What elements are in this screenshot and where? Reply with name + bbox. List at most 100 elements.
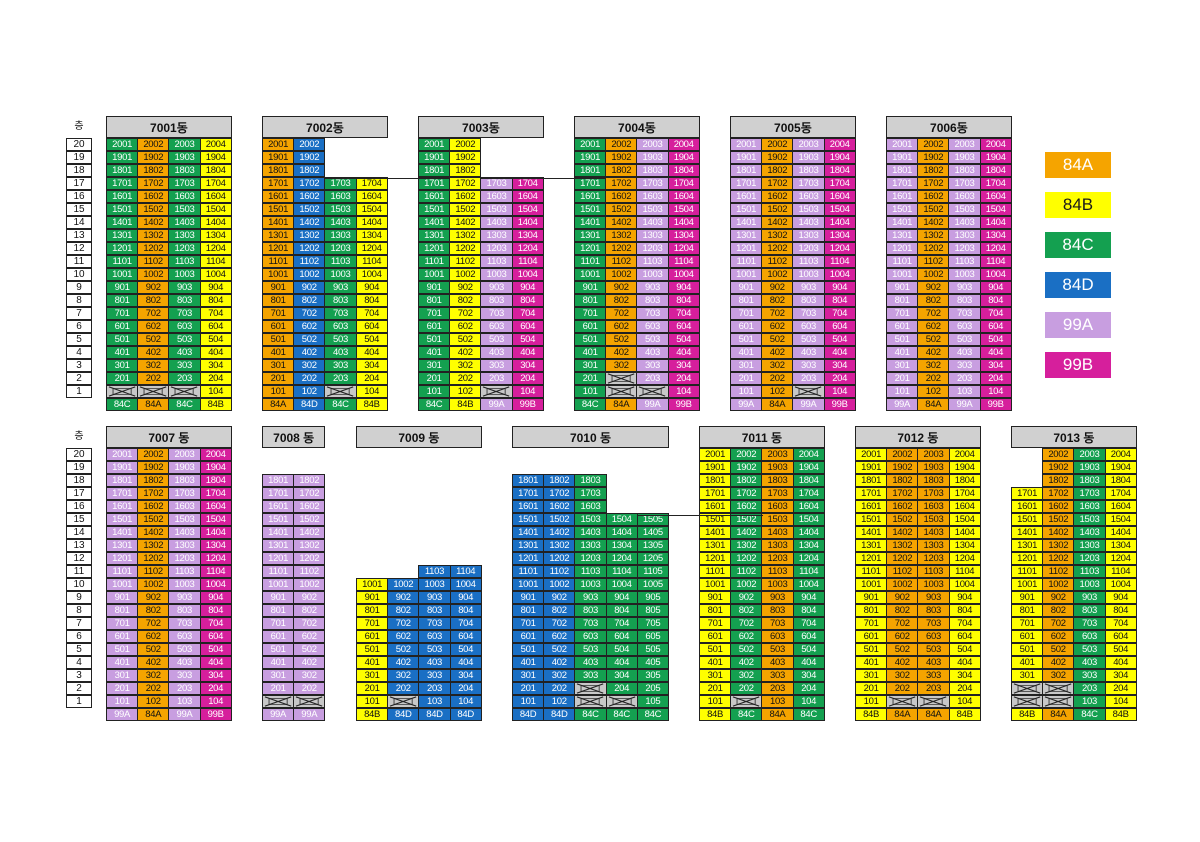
unit-cell[interactable]: 1401 (730, 216, 763, 229)
unit-cell[interactable]: 1804 (792, 474, 825, 487)
unit-cell[interactable]: 203 (324, 372, 357, 385)
unit-cell[interactable]: 701 (262, 307, 295, 320)
unit-cell[interactable]: 1801 (855, 474, 888, 487)
unit-cell[interactable]: 1201 (855, 552, 888, 565)
unit-cell[interactable]: 1902 (293, 151, 326, 164)
unit-cell[interactable]: 1804 (667, 164, 700, 177)
unit-cell[interactable]: 804 (792, 604, 825, 617)
unit-cell[interactable]: 1602 (886, 500, 919, 513)
unit-cell[interactable]: 402 (543, 656, 576, 669)
unit-cell[interactable]: 804 (199, 604, 232, 617)
unit-cell[interactable]: 701 (106, 307, 139, 320)
unit-cell[interactable]: 1302 (917, 229, 950, 242)
unit-cell[interactable]: 1504 (792, 513, 825, 526)
unit-cell[interactable]: 1604 (792, 500, 825, 513)
unit-cell[interactable]: 703 (480, 307, 513, 320)
unit-cell[interactable]: 1702 (137, 487, 170, 500)
unit-cell[interactable]: 702 (137, 307, 170, 320)
unit-cell[interactable]: 1601 (106, 500, 139, 513)
unit-cell[interactable]: 903 (418, 591, 451, 604)
unit-cell[interactable]: 1501 (512, 513, 545, 526)
unit-cell[interactable]: 1404 (199, 216, 232, 229)
unit-cell[interactable]: 1904 (948, 461, 981, 474)
unit-cell[interactable]: 702 (605, 307, 638, 320)
unit-cell[interactable]: 1504 (199, 513, 232, 526)
unit-cell[interactable]: 602 (730, 630, 763, 643)
unit-cell[interactable]: 1801 (730, 164, 763, 177)
unit-cell[interactable]: 904 (605, 591, 638, 604)
unit-cell[interactable]: 1304 (355, 229, 388, 242)
unit-cell[interactable]: 1404 (1104, 526, 1137, 539)
unit-cell[interactable]: 1002 (137, 578, 170, 591)
unit-cell[interactable]: 1201 (886, 242, 919, 255)
unit-cell[interactable]: 1003 (168, 578, 201, 591)
unit-cell[interactable]: 604 (511, 320, 544, 333)
unit-cell[interactable]: 102 (543, 695, 576, 708)
unit-cell[interactable]: 303 (324, 359, 357, 372)
unit-cell[interactable]: 902 (137, 281, 170, 294)
unit-cell[interactable]: 601 (574, 320, 607, 333)
unit-cell[interactable]: 204 (792, 682, 825, 695)
unit-cell[interactable]: 1101 (574, 255, 607, 268)
unit-cell[interactable]: 2004 (199, 448, 232, 461)
unit-cell[interactable]: 1203 (480, 242, 513, 255)
unit-cell[interactable]: 701 (730, 307, 763, 320)
unit-cell[interactable]: 304 (355, 359, 388, 372)
unit-cell[interactable]: 603 (948, 320, 981, 333)
unit-cell[interactable]: 2001 (106, 448, 139, 461)
unit-cell[interactable]: 304 (605, 669, 638, 682)
unit-cell[interactable]: 704 (355, 307, 388, 320)
unit-cell[interactable]: 602 (137, 320, 170, 333)
unit-cell[interactable]: 2002 (1042, 448, 1075, 461)
unit-cell[interactable]: 1403 (1073, 526, 1106, 539)
unit-cell[interactable]: 603 (917, 630, 950, 643)
unit-cell[interactable]: 102 (293, 385, 326, 398)
unit-cell[interactable]: 101 (574, 385, 607, 398)
unit-cell[interactable]: 1404 (605, 526, 638, 539)
unit-cell[interactable]: 901 (106, 281, 139, 294)
unit-cell[interactable]: 902 (730, 591, 763, 604)
unit-cell[interactable]: 604 (355, 320, 388, 333)
unit-cell[interactable]: 1903 (168, 461, 201, 474)
unit-cell[interactable]: 903 (168, 591, 201, 604)
unit-cell[interactable]: 1802 (917, 164, 950, 177)
unit-cell[interactable]: 303 (948, 359, 981, 372)
unit-cell[interactable]: 301 (699, 669, 732, 682)
unit-cell[interactable]: 401 (262, 656, 295, 669)
unit-cell[interactable]: 1503 (917, 513, 950, 526)
unit-cell[interactable]: 1301 (418, 229, 451, 242)
unit-cell[interactable]: 1702 (293, 177, 326, 190)
unit-cell[interactable]: 1002 (886, 578, 919, 591)
unit-cell[interactable]: 202 (293, 372, 326, 385)
unit-cell[interactable]: 902 (1042, 591, 1075, 604)
unit-cell[interactable]: 1202 (917, 242, 950, 255)
unit-cell[interactable]: 1002 (137, 268, 170, 281)
unit-cell[interactable]: 701 (512, 617, 545, 630)
unit-cell[interactable]: 1103 (636, 255, 669, 268)
unit-cell[interactable]: 1001 (512, 578, 545, 591)
unit-cell[interactable]: 502 (1042, 643, 1075, 656)
unit-cell[interactable]: 1701 (730, 177, 763, 190)
unit-cell[interactable]: 403 (168, 346, 201, 359)
unit-cell[interactable]: 1903 (168, 151, 201, 164)
unit-cell[interactable]: 303 (761, 669, 794, 682)
unit-cell[interactable]: 1301 (574, 229, 607, 242)
unit-cell[interactable]: 1404 (792, 526, 825, 539)
unit-cell[interactable]: 903 (917, 591, 950, 604)
unit-cell[interactable]: 1304 (1104, 539, 1137, 552)
unit-cell[interactable]: 1103 (1073, 565, 1106, 578)
unit-cell[interactable]: 1702 (449, 177, 482, 190)
unit-cell[interactable]: 703 (1073, 617, 1106, 630)
unit-cell[interactable]: 1801 (262, 164, 295, 177)
unit-cell[interactable]: 1004 (199, 578, 232, 591)
unit-cell[interactable]: 1001 (262, 268, 295, 281)
unit-cell[interactable]: 802 (137, 604, 170, 617)
unit-cell[interactable]: 1102 (605, 255, 638, 268)
unit-cell[interactable]: 1203 (917, 552, 950, 565)
unit-cell[interactable]: 1604 (355, 190, 388, 203)
unit-cell[interactable]: 604 (199, 320, 232, 333)
unit-cell[interactable]: 1204 (948, 552, 981, 565)
unit-cell[interactable]: 904 (792, 591, 825, 604)
unit-cell[interactable]: 401 (886, 346, 919, 359)
unit-cell[interactable]: 1203 (168, 552, 201, 565)
